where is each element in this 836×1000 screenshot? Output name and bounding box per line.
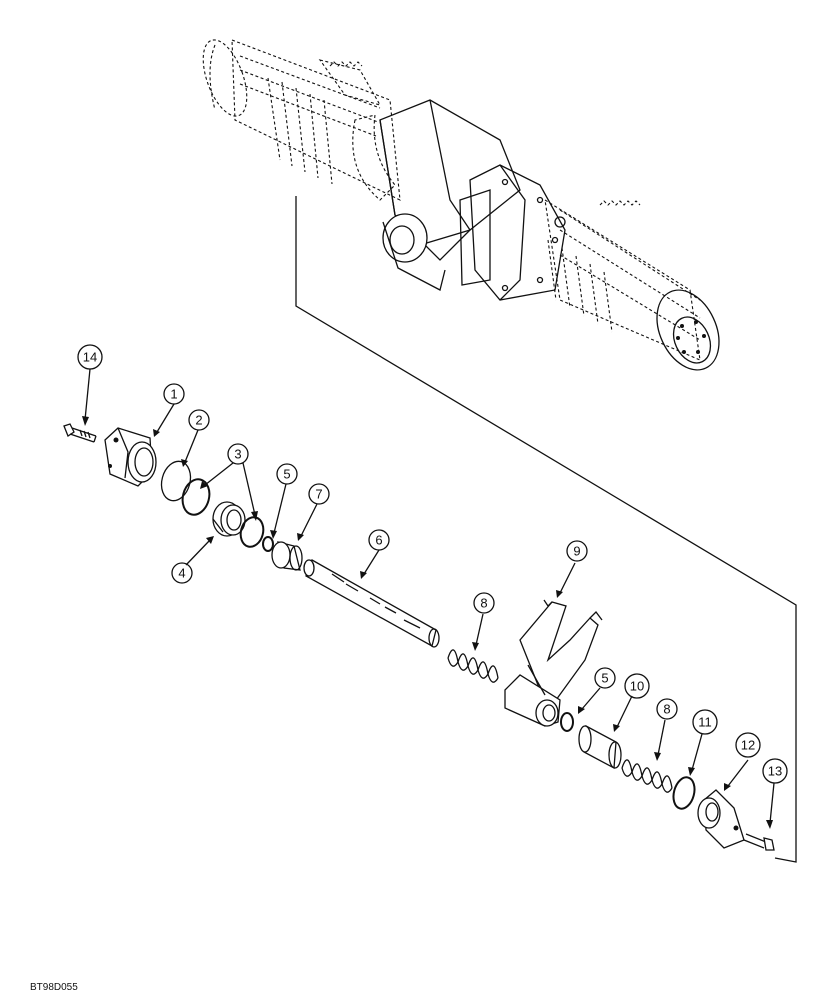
callout-3: 3 — [227, 443, 249, 465]
shift-fork-9 — [504, 599, 603, 727]
svg-text:5: 5 — [283, 467, 290, 482]
bolt-14 — [63, 423, 97, 443]
svg-text:9: 9 — [573, 544, 580, 559]
svg-text:4: 4 — [178, 566, 185, 581]
sleeve-10 — [578, 724, 622, 770]
figure-code: BT98D055 — [30, 982, 78, 993]
o-ring-3-upper — [181, 478, 211, 516]
callout-5b: 5 — [594, 667, 616, 689]
svg-text:3: 3 — [234, 447, 241, 462]
svg-text:11: 11 — [698, 715, 712, 730]
snap-ring-5b — [560, 712, 574, 732]
callout-12: 12 — [735, 732, 761, 758]
cover-12 — [697, 789, 745, 849]
callout-8a: 8 — [473, 592, 495, 614]
callout-1: 1 — [163, 383, 185, 405]
svg-text:8: 8 — [480, 596, 487, 611]
snap-ring-5a — [262, 536, 274, 552]
svg-text:2: 2 — [195, 413, 202, 428]
svg-text:12: 12 — [741, 738, 755, 753]
callout-4: 4 — [171, 562, 193, 584]
housing-1 — [104, 427, 157, 487]
svg-text:8: 8 — [663, 702, 670, 717]
callout-11: 11 — [692, 709, 718, 735]
svg-text:14: 14 — [83, 350, 97, 365]
callout-14: 14 — [77, 344, 103, 370]
o-ring-2 — [160, 460, 192, 502]
bolt-13 — [743, 833, 775, 851]
callout-7: 7 — [308, 483, 330, 505]
svg-text:5: 5 — [601, 671, 608, 686]
assembly-plane-outline — [295, 196, 797, 863]
svg-text:7: 7 — [315, 487, 322, 502]
bushing-4 — [212, 501, 246, 537]
callout-2: 2 — [188, 409, 210, 431]
callout-9: 9 — [566, 540, 588, 562]
svg-text:6: 6 — [375, 533, 382, 548]
svg-text:13: 13 — [768, 764, 782, 779]
spring-8b — [621, 759, 673, 793]
callout-10: 10 — [624, 673, 650, 699]
svg-text:10: 10 — [630, 679, 644, 694]
leader-lines — [82, 368, 775, 829]
callout-5a: 5 — [276, 463, 298, 485]
bushing-7 — [271, 541, 303, 571]
callout-8b: 8 — [656, 698, 678, 720]
callout-6: 6 — [368, 529, 390, 551]
spring-8a — [447, 649, 499, 683]
svg-text:1: 1 — [170, 387, 177, 402]
axle-housing-illustration — [202, 39, 720, 371]
shaft-6 — [303, 559, 440, 648]
callout-13: 13 — [762, 758, 788, 784]
o-ring-11 — [672, 776, 696, 810]
